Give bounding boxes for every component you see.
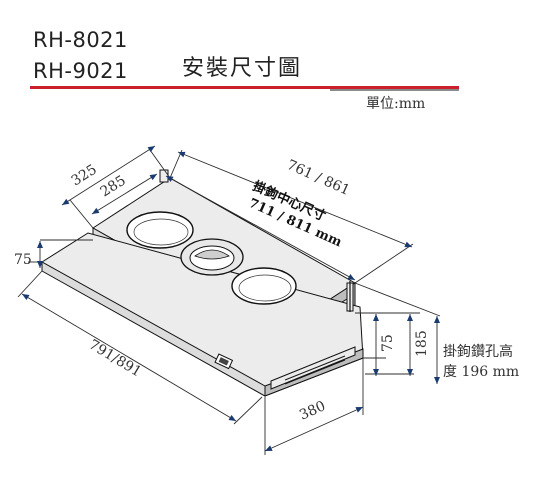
drill-height-line1: 掛鉤鑽孔高 (443, 343, 513, 360)
left-height-dimension: 75 (14, 239, 93, 268)
dim-height-right-outer: 185 (414, 330, 430, 357)
unit-label: 單位:mm (366, 96, 426, 112)
dim-height-left: 75 (14, 252, 32, 268)
title-underline (30, 86, 459, 89)
unit-rule (330, 89, 459, 91)
page-title: 安裝尺寸圖 (182, 56, 303, 81)
model-number-1: RH-8021 (33, 28, 128, 52)
model-number-2: RH-9021 (33, 59, 128, 83)
drill-height-line2: 度 196 mm (443, 364, 519, 380)
dim-height-right-inner: 75 (380, 334, 396, 352)
dim-depth-bottom: 380 (297, 398, 328, 423)
dim-depth-inner: 285 (98, 173, 129, 201)
dim-width-bottom: 791/891 (86, 337, 144, 381)
right-height-dimensions: 75 185 掛鉤鑽孔高 度 196 mm (354, 282, 519, 384)
dim-width-top: 761 / 861 (284, 157, 352, 199)
dim-depth-outer: 325 (69, 162, 100, 190)
